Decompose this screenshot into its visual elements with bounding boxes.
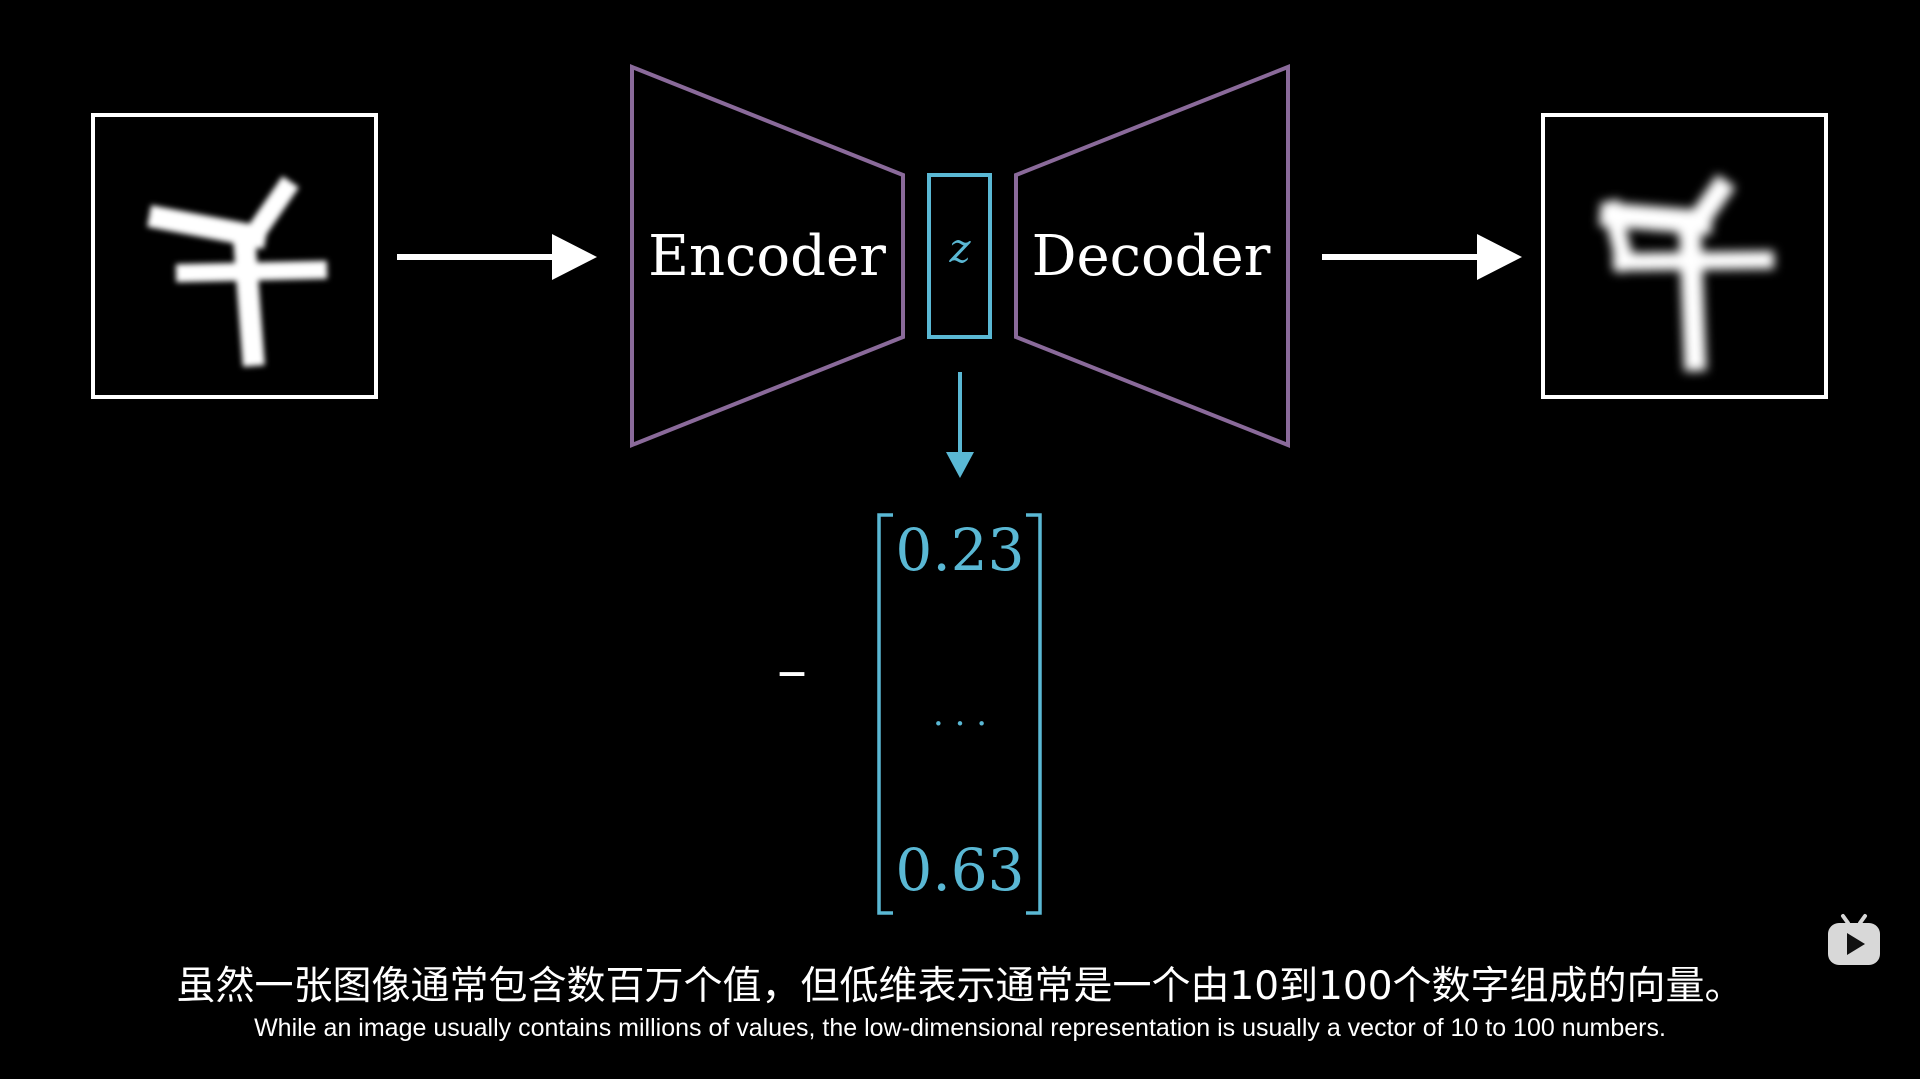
- play-logo-icon: [1826, 912, 1882, 968]
- output-image: [1543, 115, 1826, 397]
- input-image: [93, 115, 376, 397]
- left-bracket: [879, 515, 893, 913]
- decoder-label: Decoder: [1032, 224, 1271, 289]
- decoder-block: Decoder: [1016, 67, 1288, 445]
- latent-vector: 0.23 · · · 0.63: [879, 515, 1040, 913]
- latent-label: z: [948, 226, 971, 272]
- down-arrow-icon: [946, 372, 974, 478]
- right-bracket: [1026, 515, 1040, 913]
- encoder-block: Encoder: [632, 67, 903, 445]
- vector-dash: –: [777, 635, 807, 705]
- vector-value-first: 0.23: [895, 516, 1024, 584]
- subtitle-chinese: 虽然一张图像通常包含数百万个值，但低维表示通常是一个由10到100个数字组成的向…: [0, 955, 1920, 1011]
- encoder-label: Encoder: [648, 224, 886, 289]
- right-arrow-icon: [397, 234, 597, 280]
- vector-value-ellipsis: · · ·: [933, 704, 987, 744]
- subtitle-english: While an image usually contains millions…: [0, 1014, 1920, 1043]
- vector-value-last: 0.63: [895, 836, 1024, 904]
- right-arrow-icon: [1322, 234, 1522, 280]
- latent-block: z: [929, 175, 990, 337]
